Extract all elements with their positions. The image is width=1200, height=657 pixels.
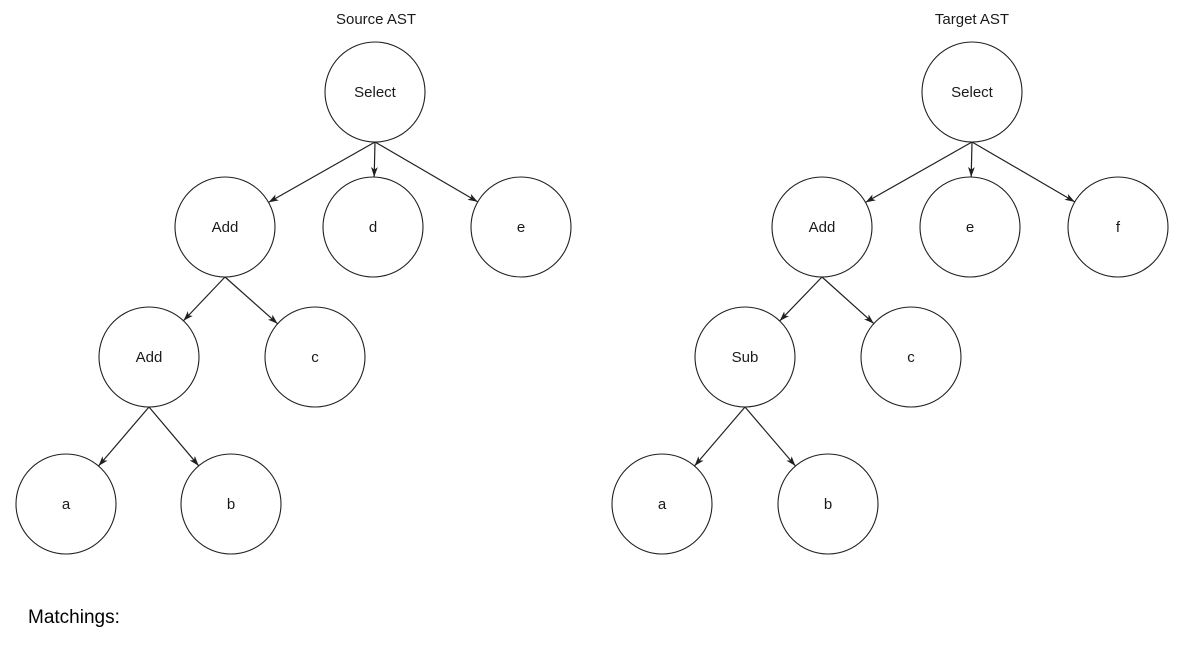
edges-layer: [98, 141, 1076, 467]
node-circle-s-a[interactable]: [15, 453, 117, 555]
node-circle-t-b[interactable]: [777, 453, 879, 555]
edge-t-sub-to-t-b: [744, 406, 796, 467]
node-circle-t-f[interactable]: [1067, 176, 1169, 278]
edge-t-add-to-t-c: [821, 276, 875, 325]
node-label-s-c: c: [311, 349, 319, 366]
node-s-add2[interactable]: Add: [98, 306, 200, 408]
node-label-s-e: e: [517, 219, 525, 236]
node-circle-s-add1[interactable]: [174, 176, 276, 278]
node-t-b[interactable]: b: [777, 453, 879, 555]
node-s-a[interactable]: a: [15, 453, 117, 555]
tree-title-target: Target AST: [935, 11, 1009, 28]
node-label-t-add: Add: [809, 219, 836, 236]
node-label-s-add1: Add: [212, 219, 239, 236]
node-circle-t-sub[interactable]: [694, 306, 796, 408]
node-t-select[interactable]: Select: [921, 41, 1023, 143]
edge-s-select-to-s-e: [374, 141, 479, 203]
edge-s-add2-to-s-b: [148, 406, 200, 467]
node-label-t-b: b: [824, 496, 832, 513]
node-label-s-a: a: [62, 496, 71, 513]
edge-t-sub-to-t-a: [694, 406, 746, 467]
node-t-sub[interactable]: Sub: [694, 306, 796, 408]
node-s-e[interactable]: e: [470, 176, 572, 278]
edge-t-select-to-t-add: [865, 141, 973, 203]
node-label-t-sub: Sub: [732, 349, 759, 366]
edge-t-select-to-t-f: [971, 141, 1076, 203]
node-label-s-select: Select: [354, 84, 397, 101]
edge-t-add-to-t-sub: [779, 276, 823, 322]
node-circle-s-select[interactable]: [324, 41, 426, 143]
node-circle-s-e[interactable]: [470, 176, 572, 278]
node-label-s-d: d: [369, 219, 377, 236]
node-s-select[interactable]: Select: [324, 41, 426, 143]
matchings-label: Matchings:: [28, 607, 120, 628]
node-t-e[interactable]: e: [919, 176, 1021, 278]
node-circle-s-c[interactable]: [264, 306, 366, 408]
node-label-t-f: f: [1116, 219, 1121, 236]
tree-titles-layer: Source AST Target AST: [336, 11, 1009, 28]
node-s-d[interactable]: d: [322, 176, 424, 278]
node-s-add1[interactable]: Add: [174, 176, 276, 278]
tree-title-source: Source AST: [336, 11, 416, 28]
node-t-a[interactable]: a: [611, 453, 713, 555]
matchings-label-wrap: Matchings:: [28, 608, 120, 628]
node-label-s-b: b: [227, 496, 235, 513]
edge-s-add2-to-s-a: [98, 406, 150, 467]
node-t-add[interactable]: Add: [771, 176, 873, 278]
node-s-b[interactable]: b: [180, 453, 282, 555]
node-circle-t-e[interactable]: [919, 176, 1021, 278]
node-circle-t-c[interactable]: [860, 306, 962, 408]
node-label-s-add2: Add: [136, 349, 163, 366]
node-label-t-c: c: [907, 349, 915, 366]
edge-s-add1-to-s-c: [224, 276, 279, 325]
node-circle-t-add[interactable]: [771, 176, 873, 278]
edge-s-add1-to-s-add2: [183, 276, 226, 322]
node-t-f[interactable]: f: [1067, 176, 1169, 278]
node-s-c[interactable]: c: [264, 306, 366, 408]
node-circle-s-add2[interactable]: [98, 306, 200, 408]
node-label-t-select: Select: [951, 84, 994, 101]
edge-t-select-to-t-e: [968, 141, 975, 178]
node-circle-t-a[interactable]: [611, 453, 713, 555]
node-circle-t-select[interactable]: [921, 41, 1023, 143]
node-t-c[interactable]: c: [860, 306, 962, 408]
edge-s-select-to-s-d: [371, 141, 378, 178]
node-label-t-e: e: [966, 219, 974, 236]
node-label-t-a: a: [658, 496, 667, 513]
node-circle-s-d[interactable]: [322, 176, 424, 278]
edge-s-select-to-s-add1: [268, 141, 376, 203]
node-circle-s-b[interactable]: [180, 453, 282, 555]
